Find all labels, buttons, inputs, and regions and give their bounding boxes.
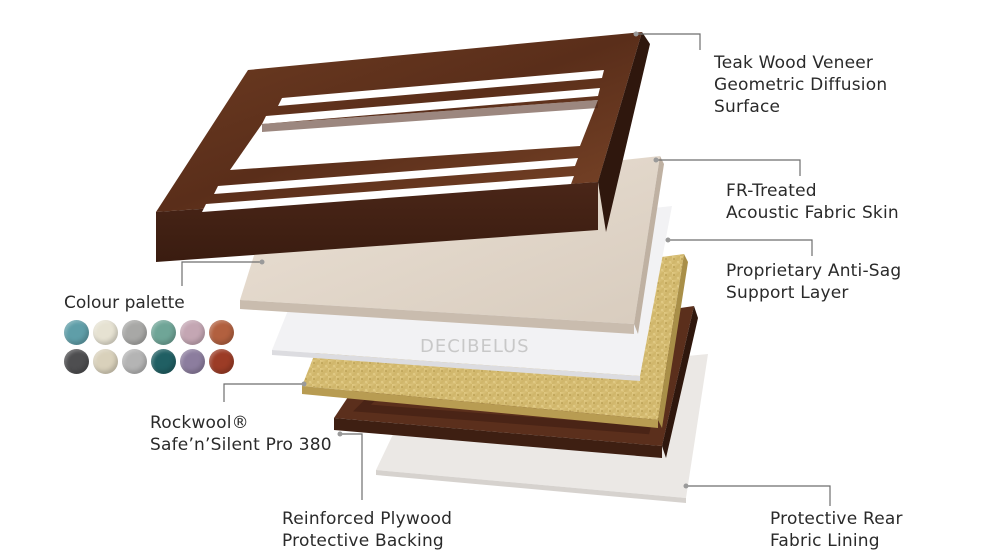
leader-teak [636, 33, 701, 50]
label-line: Geometric Diffusion [714, 75, 888, 95]
teak-diffuser-layer [156, 32, 650, 262]
leader-dot-plywood [337, 431, 343, 437]
teak-frame-edge-front [156, 182, 598, 262]
colour-swatch[interactable] [93, 349, 118, 374]
colour-swatch[interactable] [64, 349, 89, 374]
watermark-text: DECIBELUS [420, 336, 530, 357]
leader-fabric-skin [656, 159, 801, 176]
label-line: Teak Wood Veneer [714, 53, 874, 73]
label-line: FR-Treated [726, 181, 817, 201]
label-line: Fabric Lining [770, 531, 880, 551]
colour-swatch[interactable] [209, 349, 234, 374]
leader-plywood [340, 433, 363, 500]
rockwool-edge-right [658, 254, 688, 428]
plywood-edge-front [334, 418, 662, 458]
leader-rear-lining [686, 485, 831, 506]
colour-swatch[interactable] [151, 349, 176, 374]
label-line: Surface [714, 97, 781, 117]
leader-palette [181, 261, 262, 286]
teak-slot-1 [278, 70, 604, 106]
colour-swatch[interactable] [122, 320, 147, 345]
rockwool-edge-front [302, 386, 658, 428]
leader-dot-anti-sag [665, 237, 671, 243]
leader-dot-teak [633, 31, 639, 37]
fabric-edge-right [634, 156, 664, 334]
teak-inner-shade [262, 100, 598, 132]
label-line: Protective Backing [282, 531, 444, 551]
colour-swatch[interactable] [64, 320, 89, 345]
teak-frame-edge-right [598, 32, 650, 232]
colour-swatch[interactable] [151, 320, 176, 345]
leader-anti-sag [668, 239, 813, 256]
label-line: Protective Rear [770, 509, 903, 529]
colour-swatch[interactable] [180, 320, 205, 345]
label-line: Rockwool® [150, 413, 249, 433]
teak-slot-2 [262, 88, 600, 124]
plywood-edge-right [662, 306, 698, 458]
colour-swatch[interactable] [180, 349, 205, 374]
colour-swatch[interactable] [122, 349, 147, 374]
leader-dots [259, 31, 689, 489]
label-plywood: Reinforced Plywood Protective Backing [282, 508, 452, 552]
label-line: Proprietary Anti-Sag [726, 261, 902, 281]
label-rear-lining: Protective Rear Fabric Lining [770, 508, 903, 552]
leader-dot-palette [259, 259, 265, 265]
teak-slot-3 [214, 158, 578, 194]
colour-swatch[interactable] [93, 320, 118, 345]
teak-opening-main [230, 100, 598, 170]
teak-slot-4 [202, 176, 574, 212]
label-rockwool: Rockwool® Safe’n’Silent Pro 380 [150, 412, 332, 456]
leader-rockwool [223, 383, 304, 402]
label-line: Support Layer [726, 283, 849, 303]
leader-dot-rockwool [301, 381, 307, 387]
rear-lining-edge [376, 470, 686, 503]
leader-dot-rear [683, 483, 689, 489]
colour-palette-title: Colour palette [64, 293, 185, 313]
colour-swatch[interactable] [209, 320, 234, 345]
label-line: Acoustic Fabric Skin [726, 203, 899, 223]
leader-lines [181, 33, 831, 506]
fabric-edge-front [240, 300, 634, 334]
label-line: Reinforced Plywood [282, 509, 453, 529]
anti-sag-edge [272, 350, 640, 381]
label-anti-sag: Proprietary Anti-Sag Support Layer [726, 260, 901, 304]
label-line: Safe’n’Silent Pro 380 [150, 435, 332, 455]
label-fabric-skin: FR-Treated Acoustic Fabric Skin [726, 180, 899, 224]
leader-dot-fabric [653, 157, 659, 163]
label-teak-veneer: Teak Wood Veneer Geometric Diffusion Sur… [714, 52, 887, 118]
